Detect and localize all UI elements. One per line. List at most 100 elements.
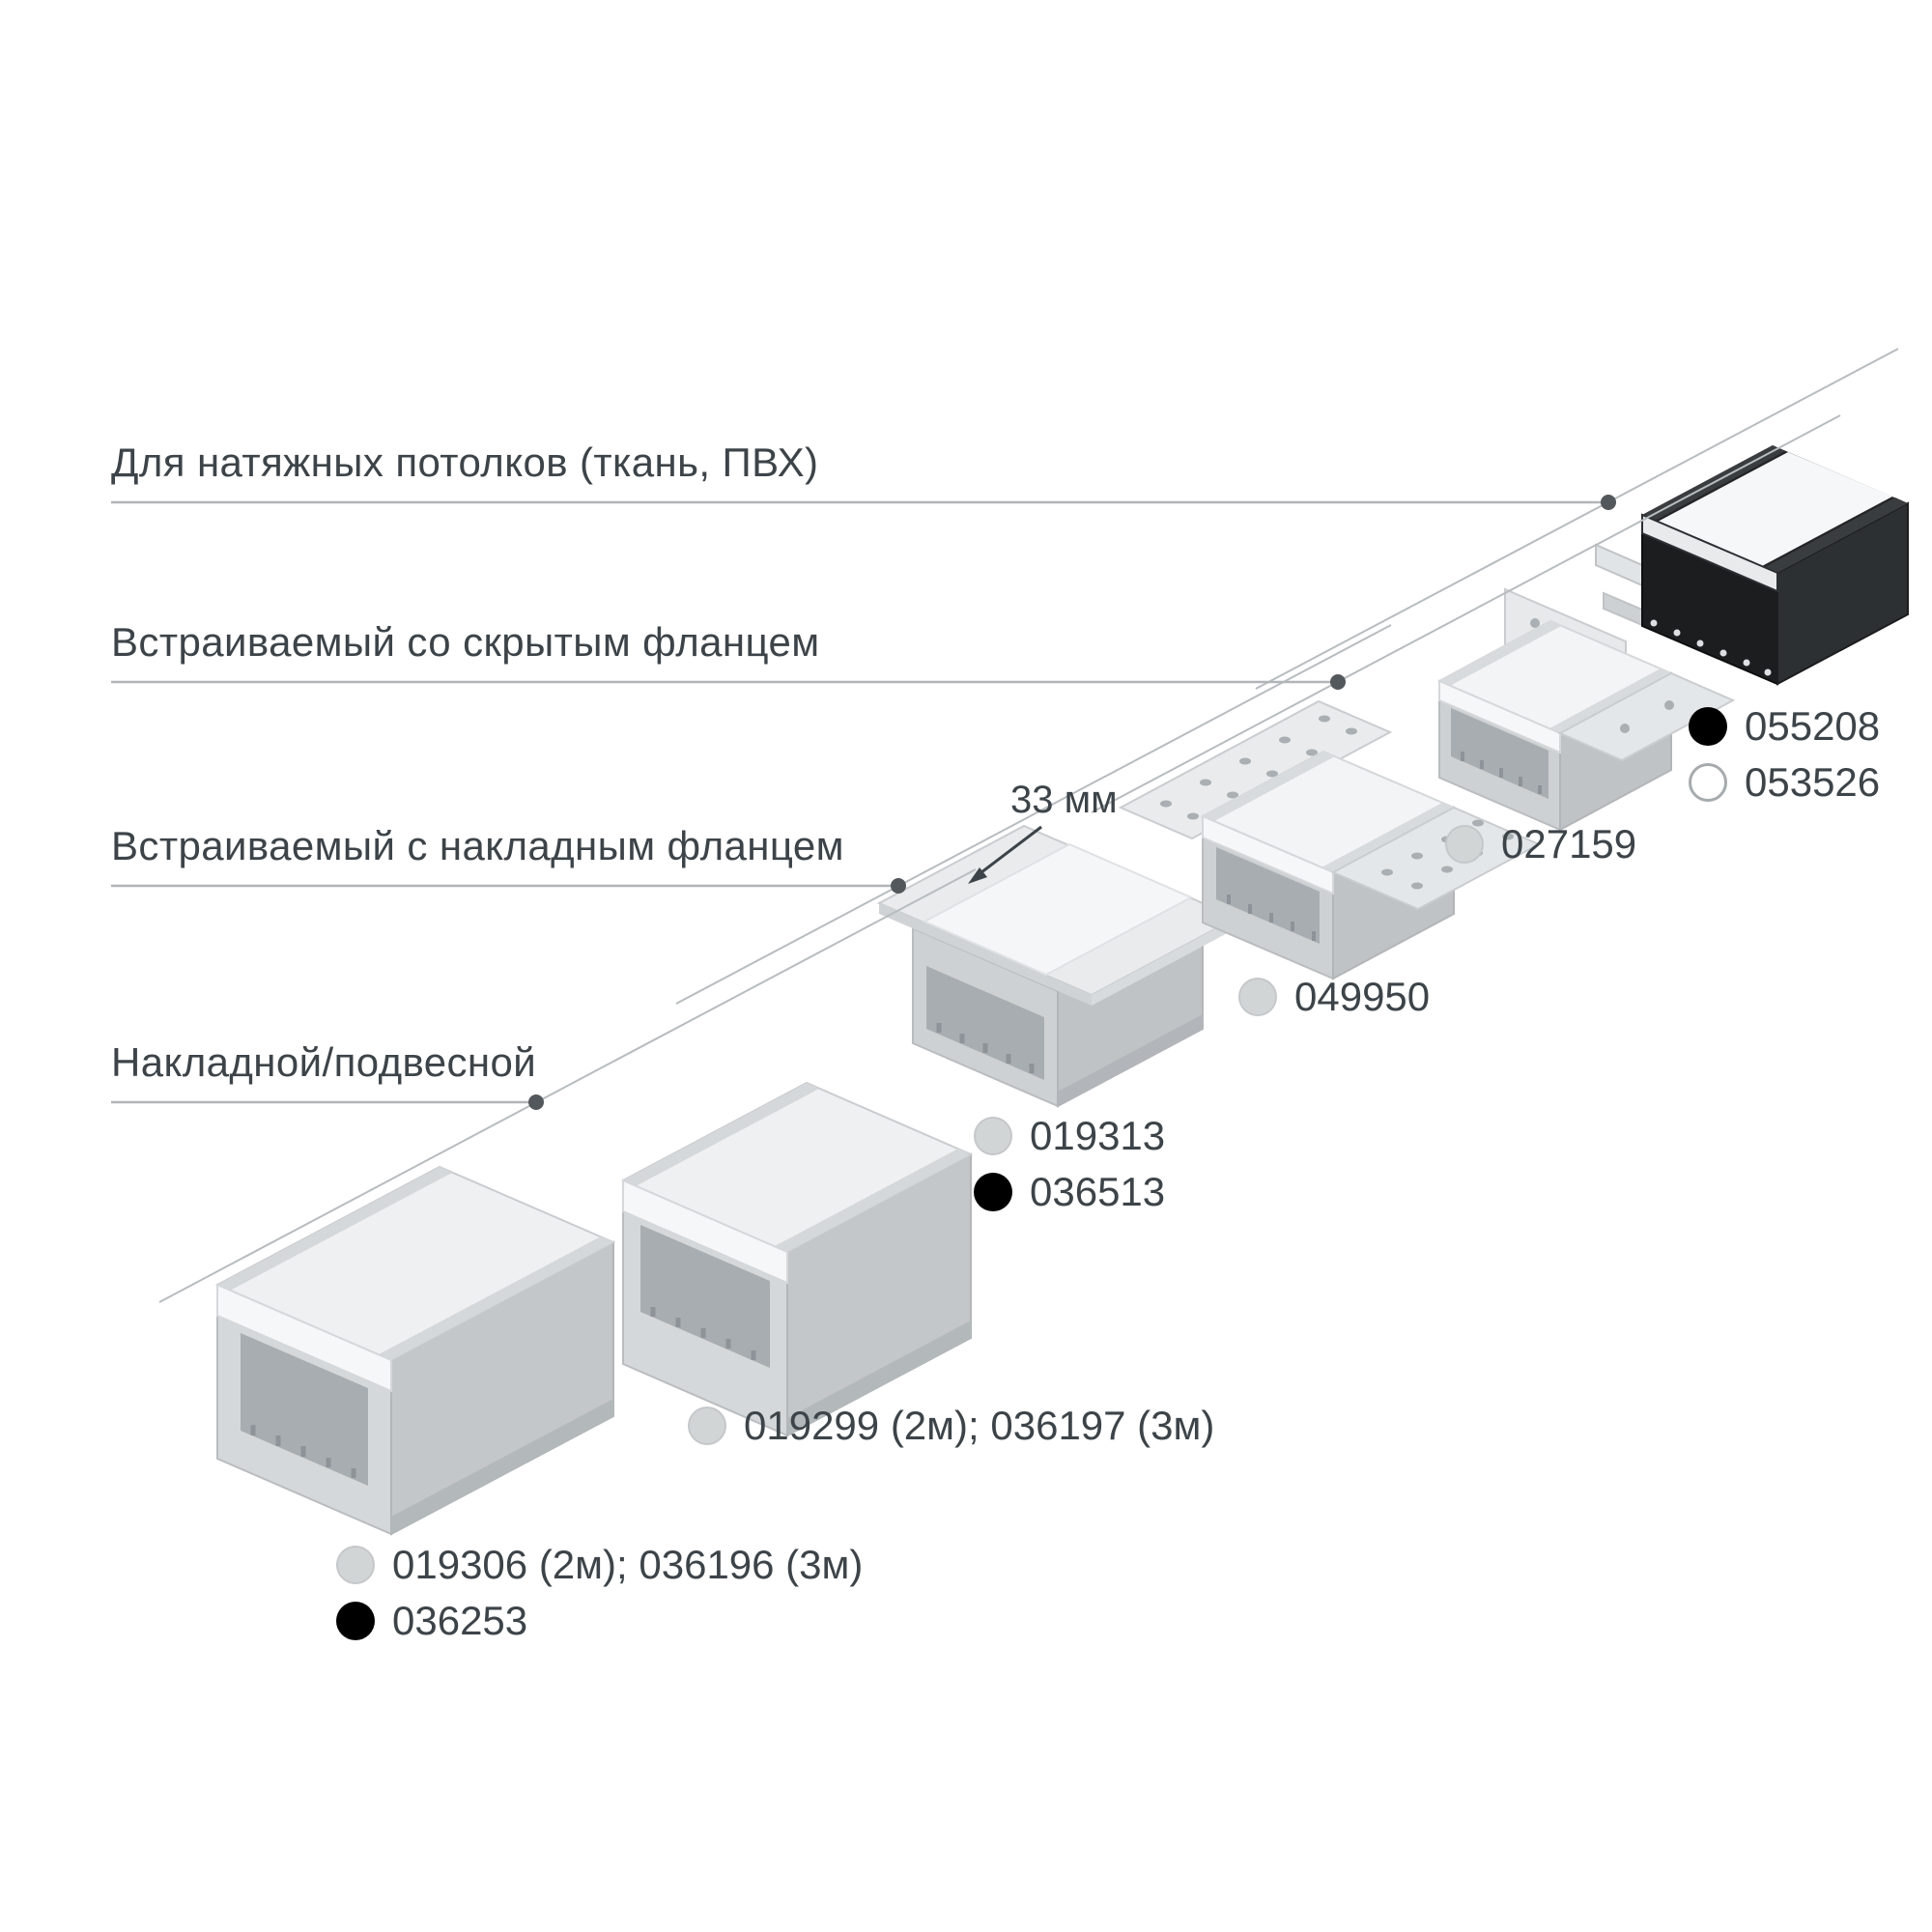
profile-diffuser-edge bbox=[1202, 814, 1334, 895]
mounting-clip bbox=[1603, 591, 1643, 627]
profile-bottom-band bbox=[1058, 1014, 1203, 1106]
profile-cavity bbox=[640, 1225, 770, 1368]
profile-cavity bbox=[1216, 847, 1320, 944]
profile-cavity bbox=[1451, 708, 1548, 799]
product-recessed-hidden-flange-profile-2 bbox=[1436, 587, 1736, 832]
flange-hole bbox=[1472, 819, 1484, 827]
product-recessed-hidden-flange-profile bbox=[1118, 699, 1542, 980]
color-swatch-dot bbox=[336, 1602, 375, 1640]
profile-top-rail bbox=[1321, 803, 1454, 872]
profile-top-rail bbox=[1549, 668, 1671, 733]
ceiling-line-surface-flange bbox=[675, 624, 1392, 1005]
category-label-recessed-surface-flange: Встраиваемый с накладным фланцем bbox=[111, 823, 844, 868]
profile-top-rail bbox=[1439, 621, 1561, 686]
color-swatch-dot bbox=[1689, 707, 1727, 746]
product-surface-profile-large bbox=[214, 1165, 616, 1536]
product-code: 019306 (2м); 036196 (3м) bbox=[392, 1542, 864, 1587]
profile-diffuser-edge bbox=[1438, 679, 1561, 754]
profile-diffuser-edge bbox=[1641, 513, 1778, 593]
dimension-arrow-head bbox=[968, 867, 987, 884]
flange-hole bbox=[1279, 736, 1291, 744]
cavity-ribs bbox=[250, 1425, 356, 1478]
product-code-row: 053526 bbox=[1689, 759, 1880, 806]
profile-top-rail bbox=[1203, 752, 1335, 821]
flange-hole bbox=[1620, 724, 1630, 733]
product-code-row: 019306 (2м); 036196 (3м) bbox=[336, 1542, 863, 1588]
perforation-dot bbox=[1650, 619, 1658, 627]
flange-side-edge bbox=[1092, 918, 1236, 1006]
perforation-dot bbox=[1719, 649, 1727, 657]
product-code-row: 036513 bbox=[974, 1169, 1165, 1215]
flange-hole bbox=[1411, 852, 1423, 860]
leader-endpoint-dot bbox=[1330, 674, 1346, 690]
product-code-row: 055208 bbox=[1689, 703, 1880, 750]
category-label-recessed-hidden-flange: Встраиваемый со скрытым фланцем bbox=[111, 619, 820, 665]
leader-endpoint-dot bbox=[1601, 495, 1616, 510]
dimension-label: 33 мм bbox=[1010, 779, 1118, 821]
product-code-row: 049950 bbox=[1238, 974, 1430, 1020]
cavity-ribs bbox=[1227, 895, 1316, 941]
leader-endpoint-dot bbox=[891, 878, 906, 894]
flange-hole bbox=[1346, 727, 1357, 735]
ceiling-line-hidden-flange bbox=[1091, 414, 1841, 813]
profile-cavity bbox=[926, 966, 1044, 1080]
color-swatch-dot bbox=[1445, 825, 1484, 864]
plate-face bbox=[1118, 699, 1393, 840]
profile-diffuser-edge bbox=[622, 1179, 788, 1285]
color-swatch-dot bbox=[1238, 978, 1277, 1016]
ceiling-line-surface bbox=[158, 868, 977, 1303]
profile-bottom-band bbox=[391, 1399, 613, 1534]
dimension-arrow bbox=[968, 825, 1042, 884]
color-swatch-dot bbox=[1689, 763, 1727, 802]
flange-hole bbox=[1160, 800, 1172, 808]
product-code: 049950 bbox=[1294, 974, 1431, 1019]
product-code: 036253 bbox=[392, 1598, 528, 1643]
flange-hole bbox=[1441, 866, 1453, 873]
profile-top-rail bbox=[1765, 497, 1908, 573]
ceiling-line-stretch bbox=[1255, 348, 1899, 690]
profile-top-rail bbox=[775, 1149, 971, 1252]
perforation-dot bbox=[1764, 668, 1772, 676]
flange-hole bbox=[1502, 833, 1514, 840]
product-surface-profile-tall bbox=[620, 1081, 974, 1437]
dimension-arrow-line bbox=[980, 825, 1042, 874]
flange-hole bbox=[1239, 757, 1251, 765]
color-swatch-dot bbox=[974, 1173, 1012, 1211]
flange-hole bbox=[1411, 882, 1423, 890]
flange-hole bbox=[1664, 700, 1674, 710]
color-swatch-dot bbox=[336, 1546, 375, 1584]
product-code: 053526 bbox=[1745, 759, 1881, 805]
leader-endpoint-dot bbox=[528, 1094, 544, 1110]
profile-diffuser-top bbox=[922, 842, 1194, 977]
product-code: 036513 bbox=[1030, 1169, 1166, 1214]
product-stretch-ceiling-profile bbox=[1595, 445, 1909, 686]
leader-endpoint-dots bbox=[528, 495, 1616, 1110]
product-code: 019299 (2м); 036197 (3м) bbox=[744, 1403, 1215, 1448]
cavity-ribs bbox=[936, 1023, 1035, 1073]
profile-diffuser-top bbox=[1658, 452, 1892, 566]
perforated-flange-plate bbox=[1118, 699, 1393, 840]
flange-hole bbox=[1306, 749, 1318, 756]
product-code-row: 036253 bbox=[336, 1598, 527, 1644]
perforated-flange-plate bbox=[1557, 671, 1736, 762]
perforation-dot bbox=[1673, 629, 1681, 637]
perforation-dot bbox=[1696, 639, 1704, 647]
flange-hole bbox=[1187, 812, 1199, 820]
cavity-ribs bbox=[1461, 752, 1542, 794]
product-code-row: 019299 (2м); 036197 (3м) bbox=[688, 1403, 1214, 1449]
product-code: 019313 bbox=[1030, 1113, 1166, 1158]
product-code-row: 019313 bbox=[974, 1113, 1165, 1159]
plate-face bbox=[1330, 806, 1542, 911]
product-code-row: 027159 bbox=[1445, 821, 1636, 867]
perforation-dot bbox=[1743, 659, 1750, 667]
flange-front-edge bbox=[879, 903, 1092, 1006]
profile-cavity bbox=[241, 1333, 368, 1486]
category-label-surface-suspended: Накладной/подвесной bbox=[111, 1039, 537, 1085]
profile-top-rail bbox=[217, 1167, 452, 1291]
product-code: 027159 bbox=[1501, 821, 1637, 867]
plate-face bbox=[1557, 671, 1736, 762]
leader-lines bbox=[111, 500, 1608, 1104]
category-label-stretch-ceilings: Для натяжных потолков (ткань, ПВХ) bbox=[111, 440, 819, 485]
